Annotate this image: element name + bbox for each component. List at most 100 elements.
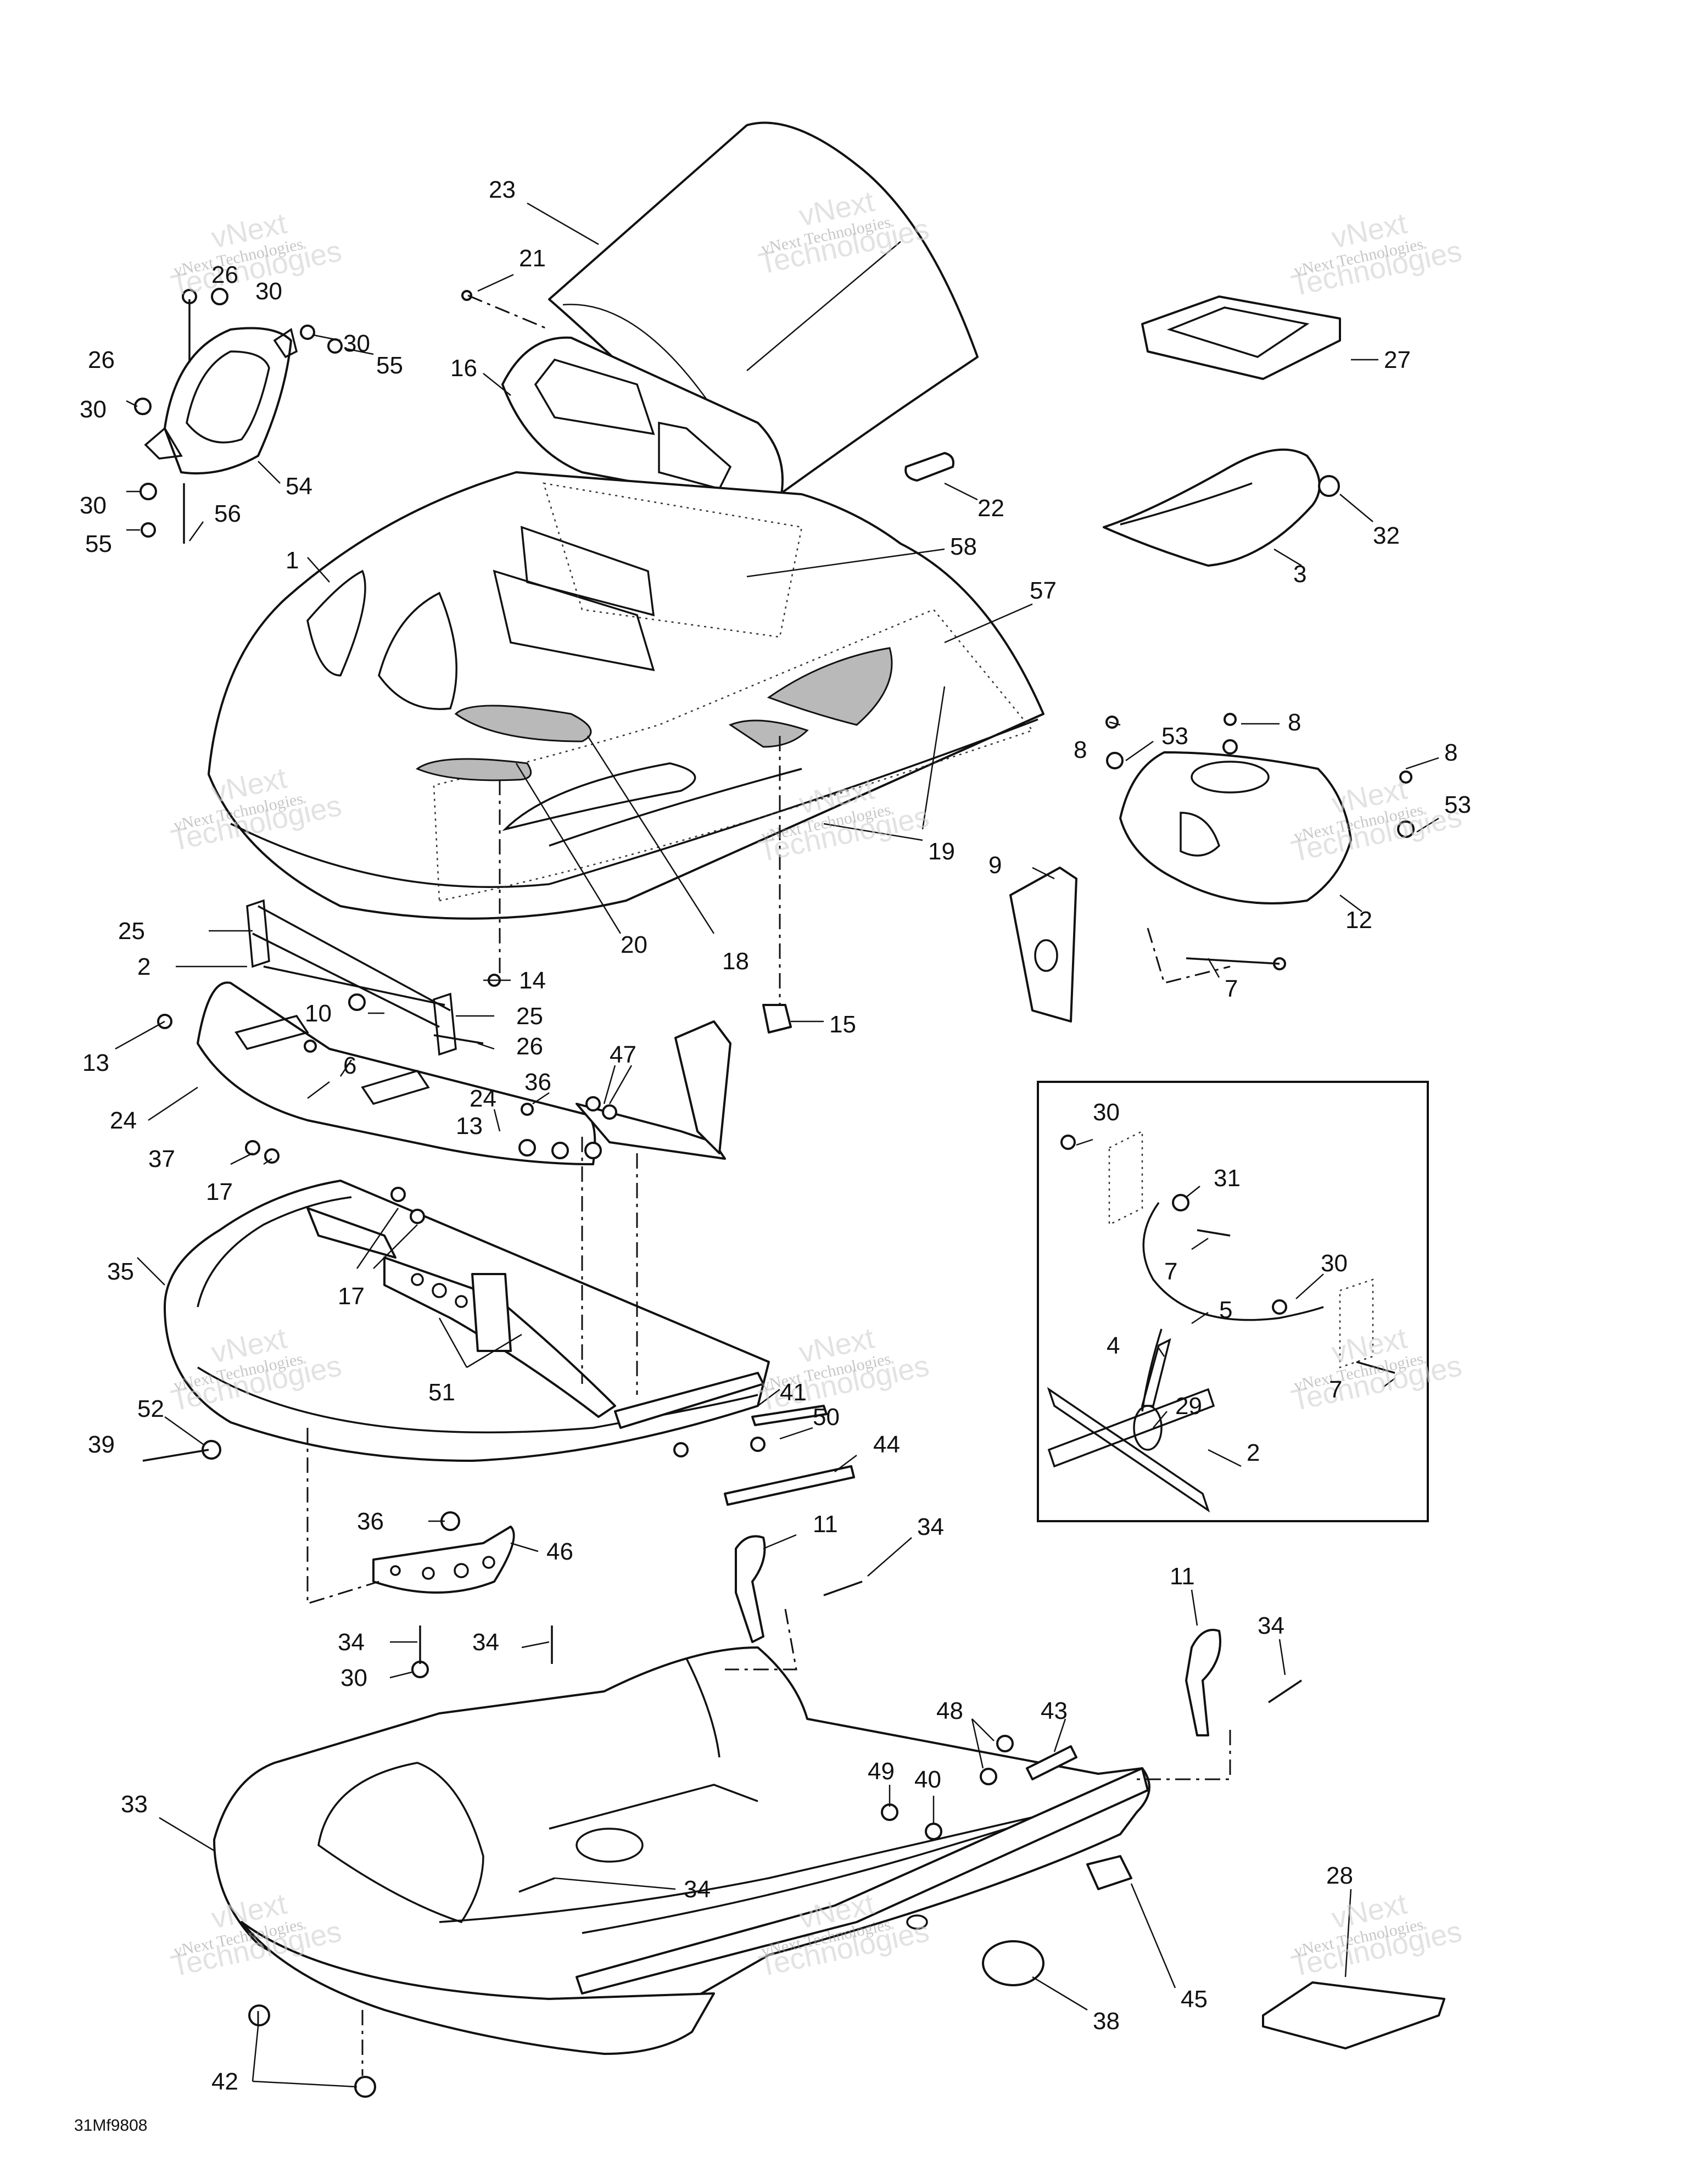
callout-43: 43 [1041,1697,1068,1724]
callout-16: 16 [450,355,477,382]
callout-47: 47 [610,1041,636,1068]
callout-17: 17 [338,1283,365,1310]
callout-21: 21 [519,245,546,272]
callout-29: 29 [1175,1393,1202,1420]
callout-7: 7 [1225,975,1238,1002]
callout-33: 33 [121,1791,148,1818]
callout-8: 8 [1288,709,1301,736]
callout-8: 8 [1444,739,1457,766]
callout-25: 25 [118,918,145,945]
plate-9-part [1009,867,1077,1023]
callout-20: 20 [621,931,647,958]
callout-58: 58 [950,533,977,560]
callout-8: 8 [1074,736,1087,763]
cover-12-part [1119,751,1352,904]
parts-artwork [134,121,1445,2098]
bracket-11b-part [1185,1629,1221,1736]
callout-42: 42 [211,2068,238,2095]
callout-57: 57 [1030,577,1057,604]
callout-31: 31 [1214,1165,1241,1192]
callout-19: 19 [928,838,955,865]
alignment-lines [257,294,1231,2076]
callout-13: 13 [456,1113,483,1140]
callout-7: 7 [1164,1258,1177,1285]
callout-52: 52 [137,1395,164,1422]
callout-55: 55 [376,352,403,379]
callout-30: 30 [80,396,107,423]
callout-27: 27 [1384,347,1411,373]
callout-34: 34 [684,1876,711,1903]
callout-6: 6 [343,1052,356,1079]
callout-40: 40 [914,1766,941,1793]
callout-5: 5 [1219,1297,1232,1323]
callout-49: 49 [868,1758,895,1785]
callout-11: 11 [813,1511,838,1538]
callout-labels: 23 21 16 26 30 26 30 30 55 54 30 55 56 2… [80,176,1471,2095]
hood-part [208,471,1044,920]
callout-36: 36 [357,1508,384,1535]
callout-9: 9 [988,852,1002,879]
callout-3: 3 [1293,561,1306,588]
handle-pocket-part [144,327,298,474]
callout-30: 30 [1321,1250,1348,1277]
callout-22: 22 [977,495,1004,522]
callout-53: 53 [1161,723,1188,750]
callout-15: 15 [829,1011,856,1038]
callout-30: 30 [343,330,370,357]
callout-50: 50 [813,1404,840,1431]
pad-28-part [1262,1981,1445,2049]
callout-25: 25 [516,1003,543,1030]
belly-pan-33-part [213,1646,1150,2055]
callout-14: 14 [519,967,546,994]
callout-2: 2 [137,953,150,980]
callout-44: 44 [873,1431,900,1458]
callout-41: 41 [780,1379,807,1406]
callout-23: 23 [489,176,516,203]
callout-4: 4 [1107,1332,1120,1359]
callout-24: 24 [470,1085,496,1112]
callout-2: 2 [1247,1439,1260,1466]
callout-37: 37 [148,1146,175,1172]
callout-34: 34 [917,1513,944,1540]
callout-28: 28 [1326,1862,1353,1889]
decal-45-part [1086,1855,1132,1890]
callout-17: 17 [206,1178,233,1205]
callout-54: 54 [286,473,312,500]
callout-39: 39 [88,1431,115,1458]
callout-48: 48 [936,1697,963,1724]
callout-56: 56 [214,500,241,527]
callout-26: 26 [516,1033,543,1060]
callout-30: 30 [1093,1099,1120,1126]
callout-34: 34 [338,1629,365,1656]
bracket-11a-part [735,1535,766,1643]
callout-10: 10 [305,1000,332,1027]
inset-cable-detail [1037,1081,1429,1522]
callout-51: 51 [428,1379,455,1406]
callout-18: 18 [722,948,749,975]
strip-43-part [1026,1745,1077,1780]
cap-38-part [982,1940,1044,1986]
callout-7: 7 [1329,1376,1342,1403]
callout-30: 30 [80,492,107,519]
plate-46-part [372,1526,515,1594]
callout-53: 53 [1444,791,1471,818]
clip-22-part [904,452,954,482]
callout-12: 12 [1345,907,1372,934]
deflector-part [1103,448,1340,567]
callout-32: 32 [1373,522,1400,549]
leader-lines [115,202,1439,2088]
callout-11: 11 [1170,1563,1195,1590]
callout-24: 24 [110,1107,137,1134]
callout-46: 46 [546,1538,573,1565]
fasteners [134,288,1415,2098]
figure-id: 31Mf9808 [74,2116,147,2135]
callout-26: 26 [211,261,238,288]
callout-45: 45 [1181,1986,1208,2013]
callout-26: 26 [88,347,115,373]
